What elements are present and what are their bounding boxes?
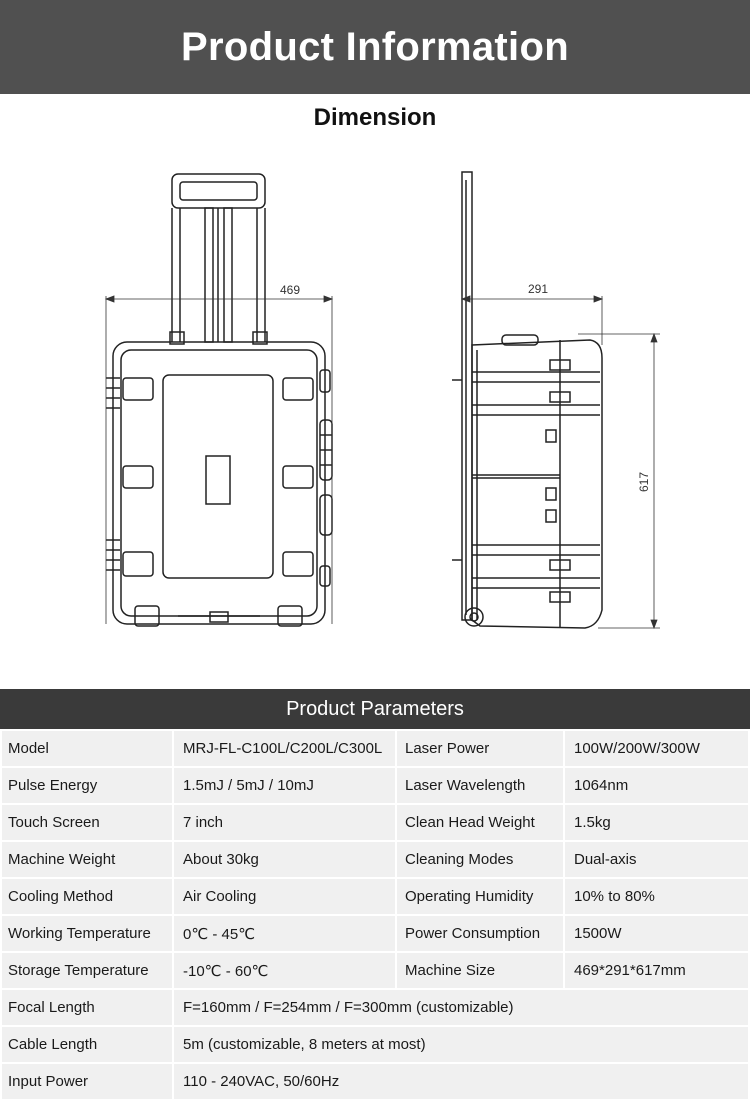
param-value: 110 - 240VAC, 50/60Hz [172, 1062, 750, 1101]
param-value: 1.5kg [563, 803, 750, 842]
param-value: 100W/200W/300W [563, 729, 750, 768]
param-value: 1500W [563, 914, 750, 953]
param-value: 7 inch [172, 803, 397, 842]
param-value: 10% to 80% [563, 877, 750, 916]
front-view-case [106, 173, 333, 627]
param-name: Machine Weight [0, 840, 174, 879]
param-value: Dual-axis [563, 840, 750, 879]
param-name: Power Consumption [395, 914, 565, 953]
param-name: Cooling Method [0, 877, 174, 916]
param-name: Machine Size [395, 951, 565, 990]
page-title: Product Information [181, 24, 569, 69]
param-name: Cable Length [0, 1025, 174, 1064]
depth-dimension-label: 291 [528, 282, 548, 296]
param-name: Model [0, 729, 174, 768]
parameters-title: Product Parameters [0, 689, 750, 729]
param-value: About 30kg [172, 840, 397, 879]
param-name: Laser Wavelength [395, 766, 565, 805]
param-name: Operating Humidity [395, 877, 565, 916]
header-banner: Product Information [0, 0, 750, 94]
param-name: Clean Head Weight [395, 803, 565, 842]
param-value: 1064nm [563, 766, 750, 805]
param-name: Input Power [0, 1062, 174, 1101]
param-name: Touch Screen [0, 803, 174, 842]
height-dimension-label: 617 [637, 472, 651, 492]
param-value: Air Cooling [172, 877, 397, 916]
param-value: 469*291*617mm [563, 951, 750, 990]
param-name: Working Temperature [0, 914, 174, 953]
param-value: 1.5mJ / 5mJ / 10mJ [172, 766, 397, 805]
dimension-drawing: 469 291 617 [104, 171, 660, 630]
param-value: -10℃ - 60℃ [172, 951, 397, 990]
param-name: Storage Temperature [0, 951, 174, 990]
param-name: Pulse Energy [0, 766, 174, 805]
width-dimension-label: 469 [280, 283, 300, 297]
param-name: Focal Length [0, 988, 174, 1027]
param-value: F=160mm / F=254mm / F=300mm (customizabl… [172, 988, 750, 1027]
param-value: 0℃ - 45℃ [172, 914, 397, 953]
side-view-case [452, 171, 603, 629]
param-name: Cleaning Modes [395, 840, 565, 879]
param-name: Laser Power [395, 729, 565, 768]
dimension-title: Dimension [313, 104, 437, 131]
param-value: 5m (customizable, 8 meters at most) [172, 1025, 750, 1064]
param-value: MRJ-FL-C100L/C200L/C300L [172, 729, 397, 768]
